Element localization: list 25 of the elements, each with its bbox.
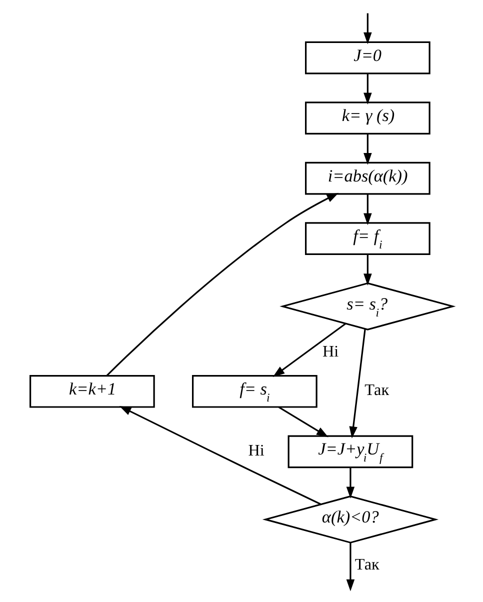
node-diamond: s= s$_{i}$? [280, 282, 456, 330]
edge-label: Так [364, 382, 390, 400]
arrow [106, 192, 339, 376]
node-box: k= γ (s) [305, 102, 430, 134]
arrow [364, 13, 372, 44]
arrow [364, 134, 372, 165]
arrow [349, 328, 366, 438]
edge-label: Так [354, 556, 380, 574]
arrow [364, 254, 372, 286]
edge-label: Ні [248, 442, 264, 460]
node-box: f= s$_{i}$ [192, 374, 318, 408]
arrow [278, 406, 328, 438]
edge-label: Ні [322, 343, 339, 360]
node-box: i=abs(α(k)) [305, 162, 430, 195]
arrow [119, 406, 321, 505]
node-box: J=J+y$_{i}$U$_{f}$ [288, 435, 414, 468]
node-box: f= f$_{i}$ [305, 222, 430, 255]
arrow [346, 467, 355, 499]
arrow [272, 322, 346, 378]
arrow [364, 74, 372, 105]
node-box: k=k+1 [30, 374, 155, 408]
node-box: J=0 [305, 41, 430, 74]
arrow [364, 194, 372, 226]
node-diamond: α(k)<0? [262, 495, 439, 544]
arrow [346, 542, 355, 592]
